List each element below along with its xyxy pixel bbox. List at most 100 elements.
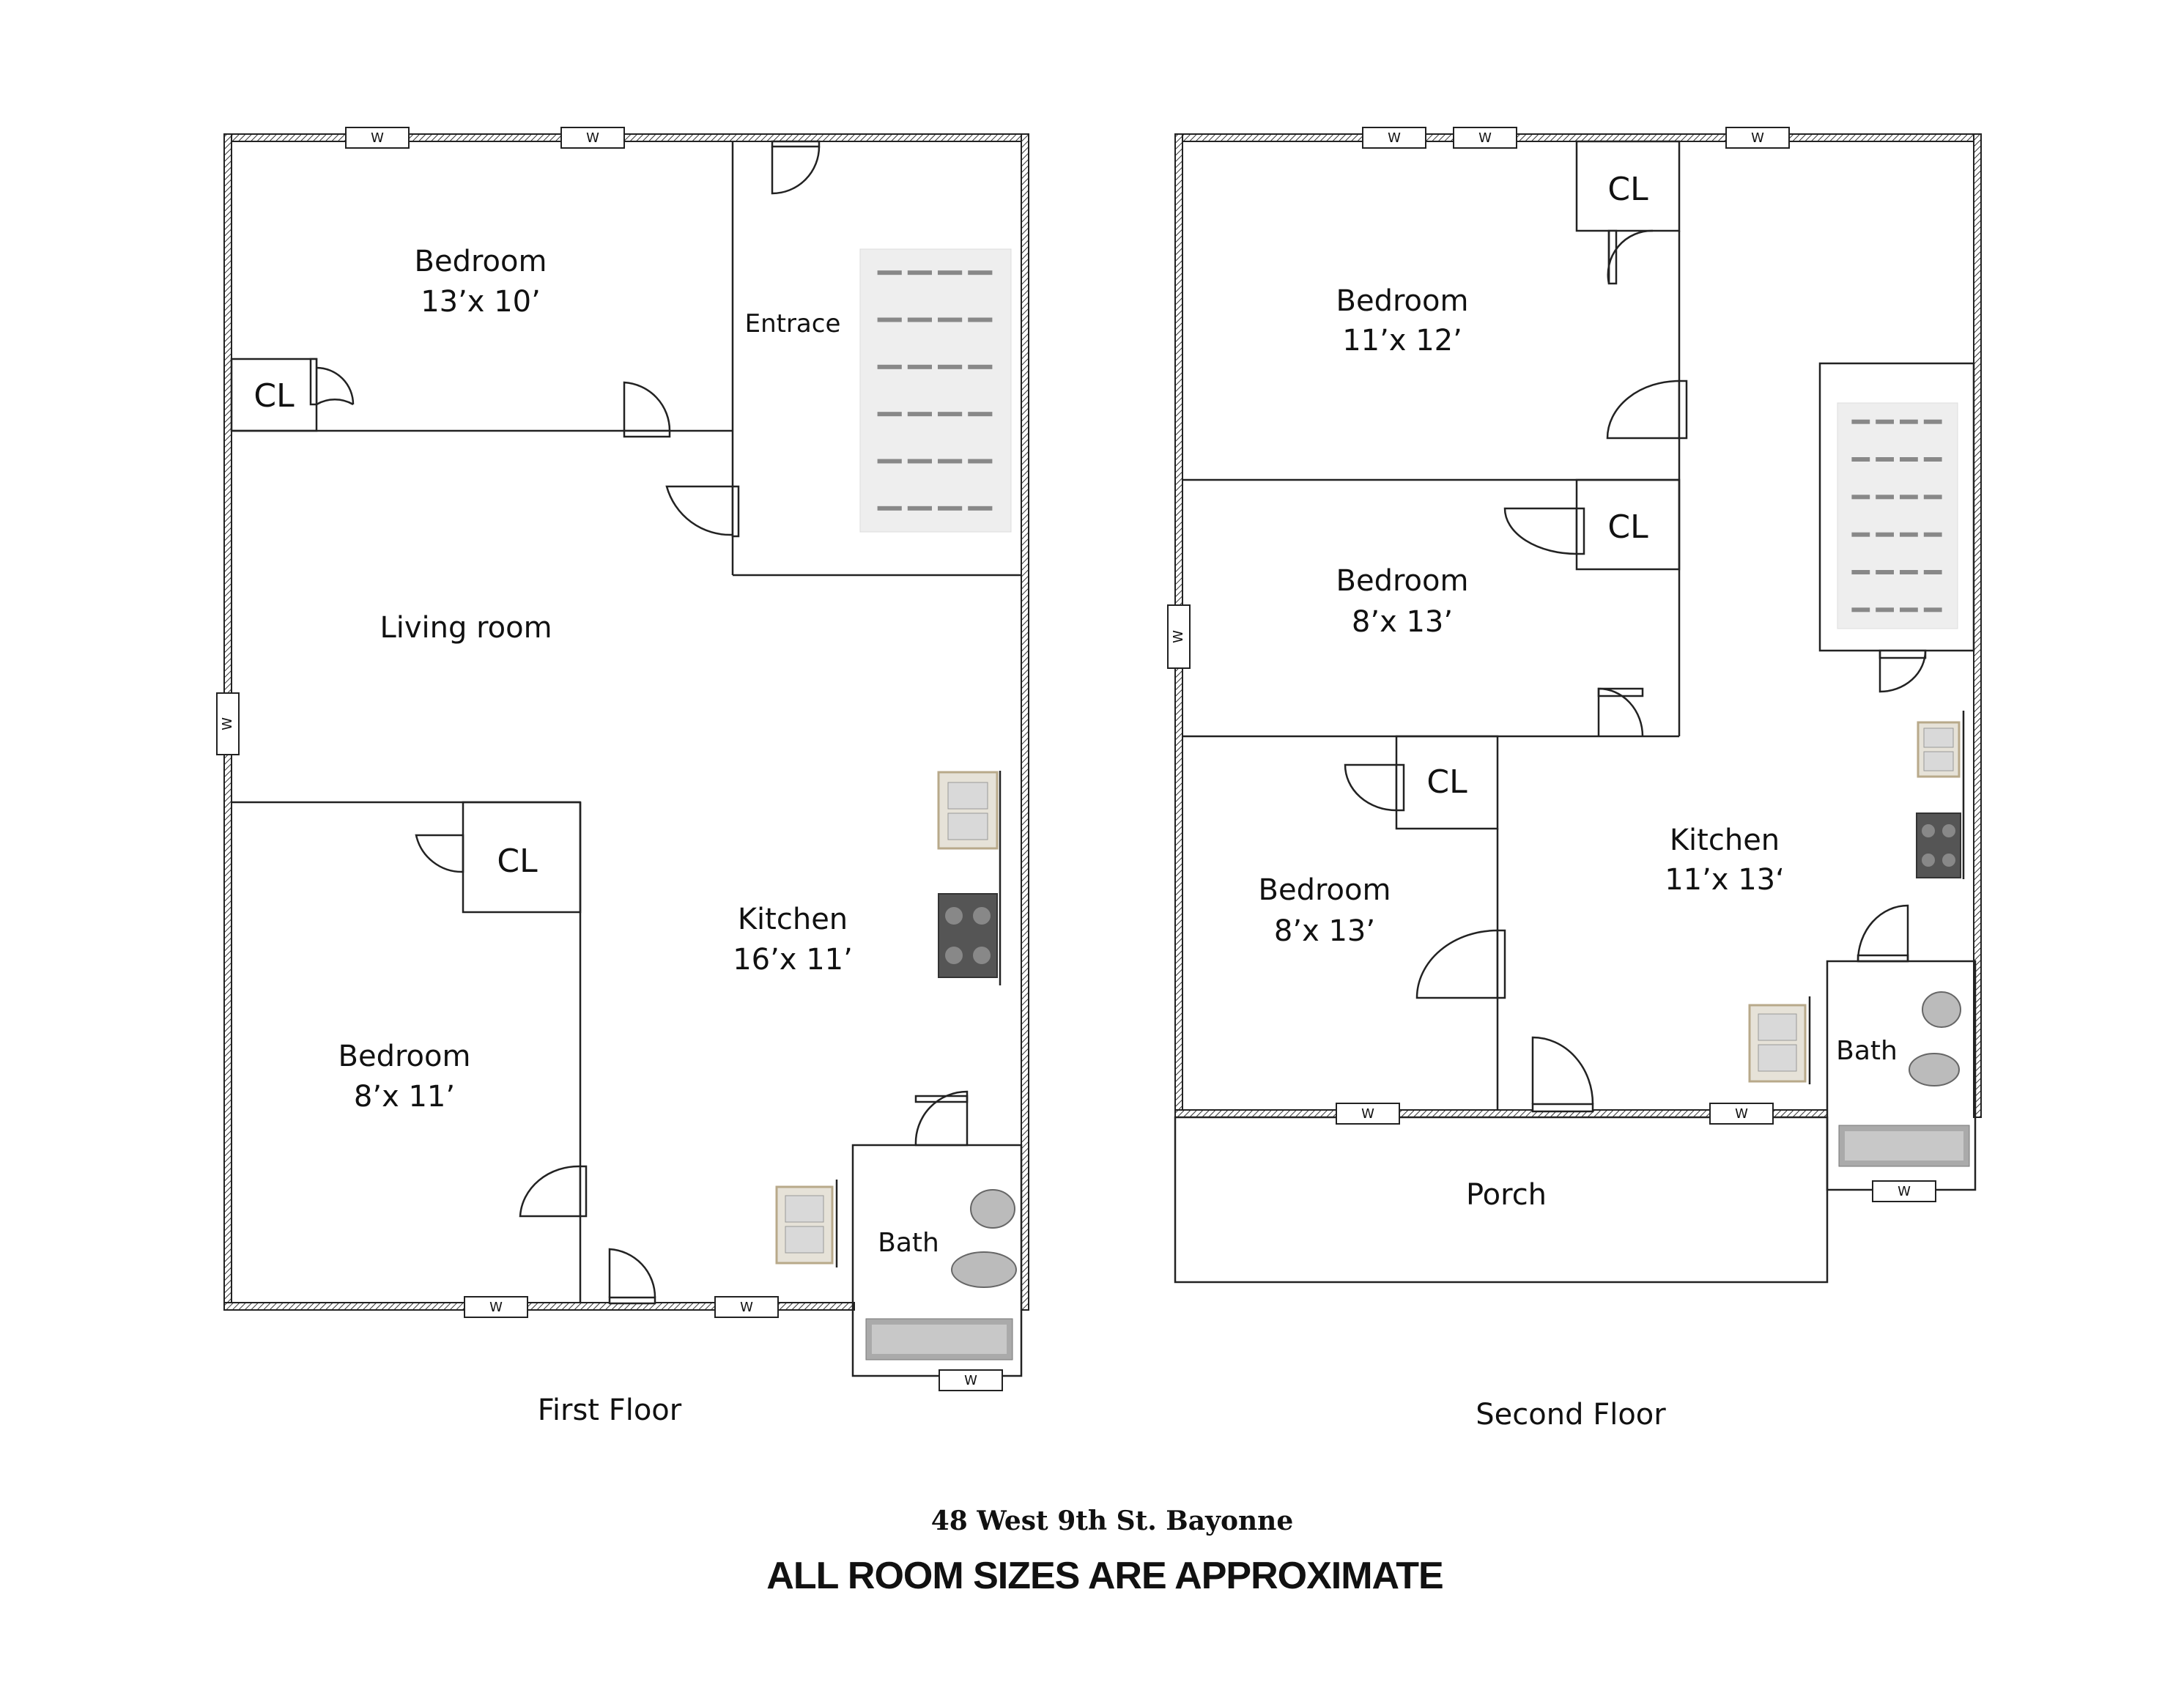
sf-kitchen-sink	[1917, 711, 1965, 879]
svg-text:W: W	[489, 1300, 503, 1315]
sf-door-bedroom-b	[1597, 687, 1644, 737]
ff-door-entrance	[771, 140, 821, 195]
sf-window-top-2: W	[1453, 127, 1517, 149]
sf-door-stairs	[1878, 649, 1927, 693]
ff-wall-top	[223, 133, 1029, 142]
ff-window-bath: W	[939, 1369, 1003, 1391]
sf-door-closet-c	[1344, 763, 1405, 812]
stair-tread	[938, 506, 963, 511]
stair-tread	[1876, 570, 1894, 574]
sf-bathtub-icon	[1838, 1125, 1970, 1167]
address-title: 48 West 9th St. Bayonne	[931, 1506, 1293, 1536]
stair-tread	[907, 506, 932, 511]
sf-kitchen-stove	[1916, 812, 1961, 878]
stair-tread	[877, 364, 902, 369]
ff-bedroom-bottom-size: 8’x 11’	[354, 1080, 455, 1114]
stair-tread	[938, 364, 963, 369]
ff-bedroom-top-size: 13’x 10’	[421, 285, 541, 319]
sf-window-left: W	[1167, 604, 1191, 669]
stair-tread	[1851, 419, 1870, 424]
sf-bath-label: Bath	[1836, 1036, 1898, 1066]
stair-tread	[1923, 532, 1942, 537]
stair-tread	[938, 412, 963, 417]
stair-tread	[938, 459, 963, 464]
ff-closet-bottom-label: CL	[497, 843, 538, 880]
stair-tread	[1851, 607, 1870, 612]
stair-tread	[1900, 532, 1918, 537]
sf-porch-label: Porch	[1466, 1178, 1547, 1212]
stair-tread	[1900, 419, 1918, 424]
ff-bedroom-bottom-name: Bedroom	[338, 1040, 471, 1073]
first-floor-plan: W W W W W W Bedroom 13’x 10’ Entrace CL …	[216, 127, 1029, 1427]
ff-kitchen-name: Kitchen	[738, 903, 848, 936]
ff-door-bath	[914, 1090, 969, 1147]
stair-tread	[968, 364, 993, 369]
ff-window-bottom-2: W	[714, 1296, 779, 1318]
ff-bedroom-top-name: Bedroom	[415, 245, 547, 278]
svg-text:W: W	[371, 130, 384, 146]
sf-door-kitchen	[1531, 1036, 1594, 1113]
svg-text:W: W	[1361, 1106, 1374, 1122]
svg-text:W: W	[1751, 130, 1764, 146]
svg-text:W: W	[1478, 130, 1492, 146]
stair-tread	[907, 412, 932, 417]
stair-tread	[1876, 495, 1894, 500]
stair-tread	[877, 270, 902, 275]
ff-living-room-label: Living room	[380, 611, 552, 645]
stair-tread	[1900, 457, 1918, 462]
stair-tread	[907, 317, 932, 322]
sf-bedroom-a-name: Bedroom	[1336, 284, 1469, 318]
svg-text:W: W	[740, 1300, 753, 1315]
sf-closet-a-label: CL	[1607, 171, 1648, 208]
sf-bedroom-b-name: Bedroom	[1336, 564, 1469, 598]
ff-closet-top-label: CL	[253, 377, 295, 415]
stair-tread	[968, 317, 993, 322]
sf-window-top-1: W	[1362, 127, 1426, 149]
svg-text:W: W	[586, 130, 599, 146]
ff-door-bedroom-bottom	[519, 1165, 588, 1218]
ff-stairs	[859, 248, 1012, 533]
stair-tread	[1876, 457, 1894, 462]
sf-window-bottom-1: W	[1336, 1103, 1400, 1125]
stair-tread	[1923, 570, 1942, 574]
ff-door-bedroom-top	[623, 381, 671, 438]
ff-window-top-1: W	[345, 127, 410, 149]
stair-tread	[877, 506, 902, 511]
ff-door-entrance-living	[665, 485, 740, 538]
sf-porch	[1174, 1116, 1829, 1284]
ff-kitchen-size: 16’x 11’	[733, 943, 853, 977]
sf-door-closet-b	[1503, 507, 1585, 555]
ff-toilet-icon	[951, 1189, 1017, 1288]
sf-window-top-3: W	[1725, 127, 1790, 149]
stair-tread	[907, 459, 932, 464]
stair-tread	[1851, 570, 1870, 574]
stair-tread	[877, 317, 902, 322]
stair-tread	[968, 270, 993, 275]
sf-bedroom-c-size: 8’x 13’	[1274, 914, 1375, 948]
sf-bedroom-b-size: 8’x 13’	[1352, 605, 1453, 639]
stair-tread	[1851, 457, 1870, 462]
stair-tread	[1923, 419, 1942, 424]
ff-window-top-2: W	[560, 127, 625, 149]
ff-door-bedroom-bottom-2	[608, 1248, 656, 1305]
stair-tread	[1900, 570, 1918, 574]
stair-tread	[877, 412, 902, 417]
ff-door-closet-bottom	[415, 834, 464, 873]
svg-text:W: W	[1898, 1184, 1911, 1199]
ff-kitchen-stove	[938, 893, 998, 978]
sf-closet-a	[1575, 140, 1681, 232]
svg-text:W: W	[1735, 1106, 1748, 1122]
first-floor-label: First Floor	[538, 1393, 682, 1427]
sf-window-bottom-2: W	[1709, 1103, 1774, 1125]
sf-door-closet-a	[1607, 229, 1654, 285]
stair-tread	[938, 270, 963, 275]
stair-tread	[1851, 532, 1870, 537]
stair-tread	[907, 270, 932, 275]
sf-door-bedroom-a	[1606, 380, 1688, 440]
sf-kitchen-size: 11’x 13‘	[1665, 863, 1785, 897]
second-floor-label: Second Floor	[1476, 1398, 1666, 1432]
stair-tread	[1900, 607, 1918, 612]
stair-tread	[1876, 419, 1894, 424]
stair-tread	[877, 459, 902, 464]
